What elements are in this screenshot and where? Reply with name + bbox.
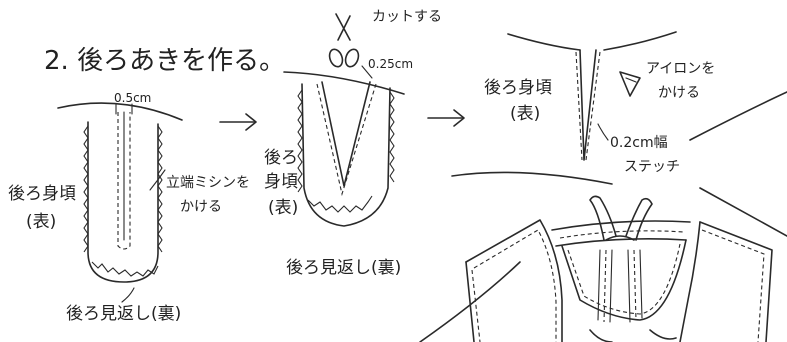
panel3-stitch-label-2: ステッチ (624, 159, 680, 175)
panel2-garment (283, 65, 405, 227)
panel1-back-body-side: (表) (26, 212, 57, 232)
panel3-stitch-label: 0.2cm幅 (610, 135, 668, 151)
panel1-back-body-label: 後ろ身頃 (8, 184, 76, 204)
panel1-stitch-label-2: かける (180, 199, 222, 215)
panel3-back-body-label: 後ろ身頃 (484, 78, 552, 98)
panel3-finished-garment (419, 91, 787, 342)
panel2-cut-label: カットする (372, 9, 442, 25)
panel1-garment (57, 102, 183, 303)
panel3-iron-label: アイロンを (646, 61, 716, 77)
panel3-back-body-side: (表) (510, 104, 541, 124)
arrow-right-icon (427, 109, 465, 127)
panel2-facing-label: 後ろ見返し(裏) (286, 258, 402, 278)
panel2-back-body-label-2: 身頃 (264, 172, 298, 192)
step-title: 2. 後ろあきを作る。 (44, 46, 286, 76)
iron-icon (619, 71, 641, 97)
panel1-facing-label: 後ろ見返し(裏) (66, 304, 182, 324)
panel1-width-label: 0.5cm (114, 91, 152, 105)
panel2-back-body-label: 後ろ (264, 148, 298, 168)
panel2-back-body-side: (表) (268, 198, 299, 218)
arrow-right-icon (219, 113, 257, 131)
panel2-width-label: 0.25cm (368, 57, 414, 71)
scissors-icon (328, 13, 360, 68)
panel3-upper-garment (507, 31, 677, 161)
panel1-stitch-label: 立端ミシンを (166, 175, 250, 191)
panel3-iron-label-2: かける (658, 85, 700, 101)
